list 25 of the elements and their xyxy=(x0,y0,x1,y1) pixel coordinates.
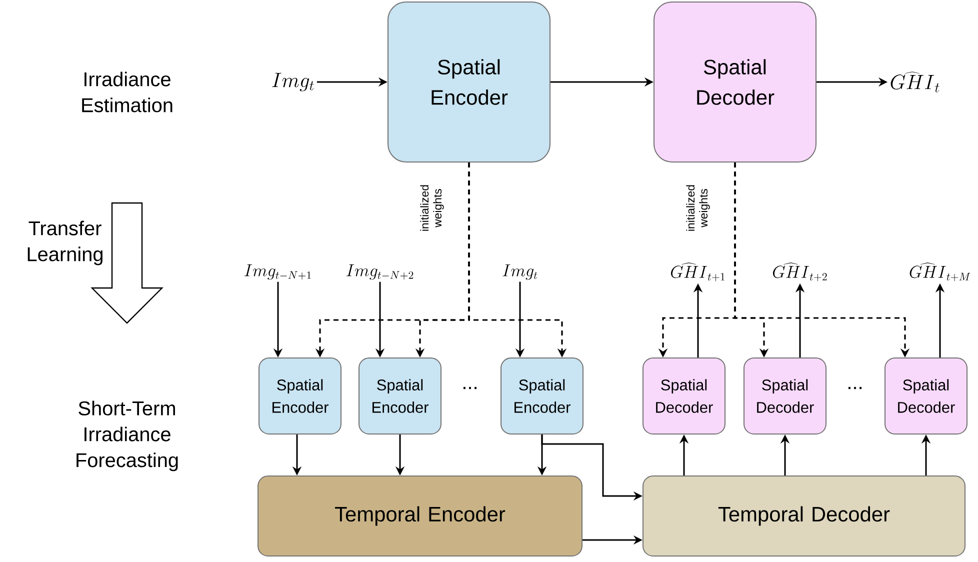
variable-label: $Img_t$ xyxy=(502,264,538,280)
process-box: Spatial Decoder xyxy=(642,358,726,434)
section-label: Short-Term Irradiance Forecasting xyxy=(76,400,178,472)
process-box: Temporal Decoder xyxy=(642,476,966,556)
edge-label: initialized weights xyxy=(685,172,711,244)
process-box: Spatial Decoder xyxy=(744,358,826,434)
section-label: Transfer Learning xyxy=(28,220,102,266)
variable-label: $\widehat{GHI}_{t+M}$ xyxy=(910,262,970,282)
process-box: Spatial Decoder xyxy=(884,358,968,434)
process-box: Spatial Encoder xyxy=(500,358,584,434)
edge-label: initialized weights xyxy=(419,172,445,244)
process-box: Spatial Encoder xyxy=(258,358,342,434)
ellipsis: ... xyxy=(464,386,476,390)
variable-label: $Img_{t-N+2}$ xyxy=(346,264,414,280)
process-box: Spatial Encoder xyxy=(388,2,550,162)
section-label: Irradiance Estimation xyxy=(82,72,172,112)
process-box: Temporal Encoder xyxy=(258,476,582,556)
ellipsis: ... xyxy=(848,386,862,390)
process-box: Spatial Encoder xyxy=(358,358,442,434)
variable-label: $Img_t$ xyxy=(272,72,314,92)
variable-label: $\widehat{GHI}_t$ xyxy=(890,72,940,92)
variable-label: $Img_{t-N+1}$ xyxy=(244,264,311,280)
process-box: Spatial Decoder xyxy=(654,2,816,162)
variable-label: $\widehat{GHI}_{t+2}$ xyxy=(772,262,827,282)
variable-label: $\widehat{GHI}_{t+1}$ xyxy=(670,262,724,282)
